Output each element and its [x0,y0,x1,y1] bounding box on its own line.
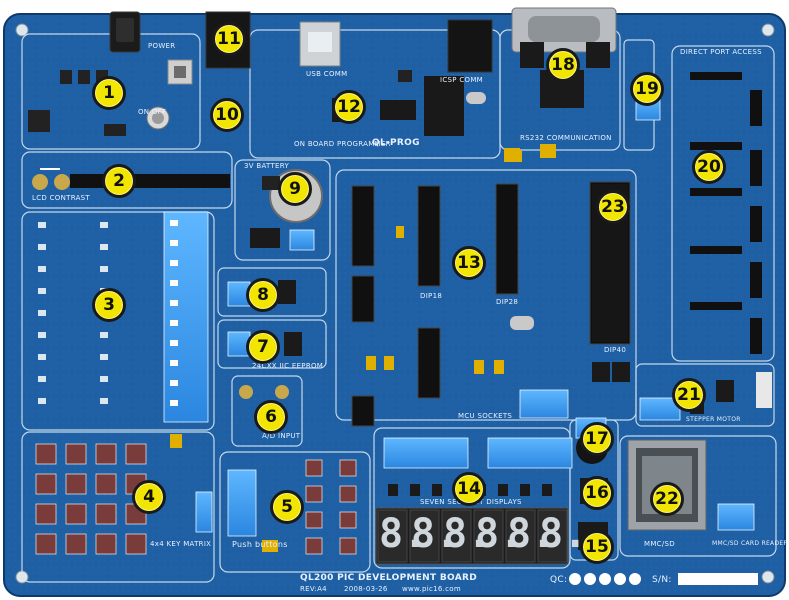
battery-label: 3V BATTERY [244,162,290,170]
push-buttons [305,459,357,555]
direct-port-access-label: DIRECT PORT ACCESS [680,48,762,56]
port-headers [690,72,762,354]
marker-1: 1 [92,76,126,110]
mounting-holes [15,23,775,584]
board-title: QL200 PIC DEVELOPMENT BOARD [300,573,478,583]
marker-7: 7 [246,330,280,364]
marker-8: 8 [246,278,280,312]
sn-label: S/N: [652,575,672,585]
seg-digit-2: 8. [411,511,460,557]
seg-digit-6: 8. [539,511,588,557]
marker-9: 9 [278,172,312,206]
board-rev: REV:A4 [300,585,327,593]
key-matrix-label: 4x4 KEY MATRIX [150,540,212,548]
qc-label: QC: [550,575,568,585]
marker-13: 13 [452,246,486,280]
usb-comm-label: USB COMM [306,70,348,78]
lcd-contrast-label: LCD CONTRAST [32,194,91,202]
lcd-header [70,174,230,188]
seven-seg-block [375,507,569,565]
ad-input-label: A/D INPUT [262,432,301,440]
eeprom-label: 24CXX IIC EEPROM [252,362,324,370]
seg-digit-4: 8. [475,511,524,557]
seg-digit-3: 8. [443,511,492,557]
dip28-label: DIP28 [496,298,519,306]
dip40-label: DIP40 [604,346,627,354]
board-web: www.pic16.com [402,585,461,593]
marker-23: 23 [596,190,630,224]
rs232-label: RS232 COMMUNICATION [520,134,612,142]
marker-17: 17 [580,422,614,456]
marker-6: 6 [254,400,288,434]
marker-3: 3 [92,288,126,322]
marker-5: 5 [270,490,304,524]
mmc-sd-reader-label: MMC/SD CARD READER [712,540,788,547]
marker-10: 10 [210,98,244,132]
board-date: 2008-03-26 [344,585,388,593]
seg-digit-5: 8. [507,511,556,557]
marker-19: 19 [630,72,664,106]
marker-11: 11 [212,22,246,56]
dip18-label: DIP18 [420,292,443,300]
marker-14: 14 [452,472,486,506]
marker-2: 2 [102,164,136,198]
marker-15: 15 [580,530,614,564]
marker-21: 21 [672,378,706,412]
key-matrix [35,443,147,555]
marker-4: 4 [132,480,166,514]
mcu-sockets-label: MCU SOCKETS [458,412,513,420]
on-off-label: ON OFF [138,108,167,116]
power-label: POWER [148,42,176,50]
marker-12: 12 [332,90,366,124]
marker-16: 16 [580,476,614,510]
stepper-motor-label: STEPPER MOTOR [686,416,741,423]
icsp-comm-label: ICSP COMM [440,76,484,84]
push-buttons-label: Push buttons [232,540,288,549]
marker-22: 22 [650,482,684,516]
icsp-connector [447,19,493,73]
marker-18: 18 [546,48,580,82]
marker-20: 20 [692,150,726,184]
qc-sn-fields [569,573,758,585]
ql-prog-label: QL-PROG [372,138,420,148]
mmc-sd-label: MMC/SD [644,540,675,548]
seg-digit-1: 8. [379,511,428,557]
on-board-programmer-label: ON BOARD PROGRAMMER [294,140,391,148]
dip-switches [163,97,755,537]
